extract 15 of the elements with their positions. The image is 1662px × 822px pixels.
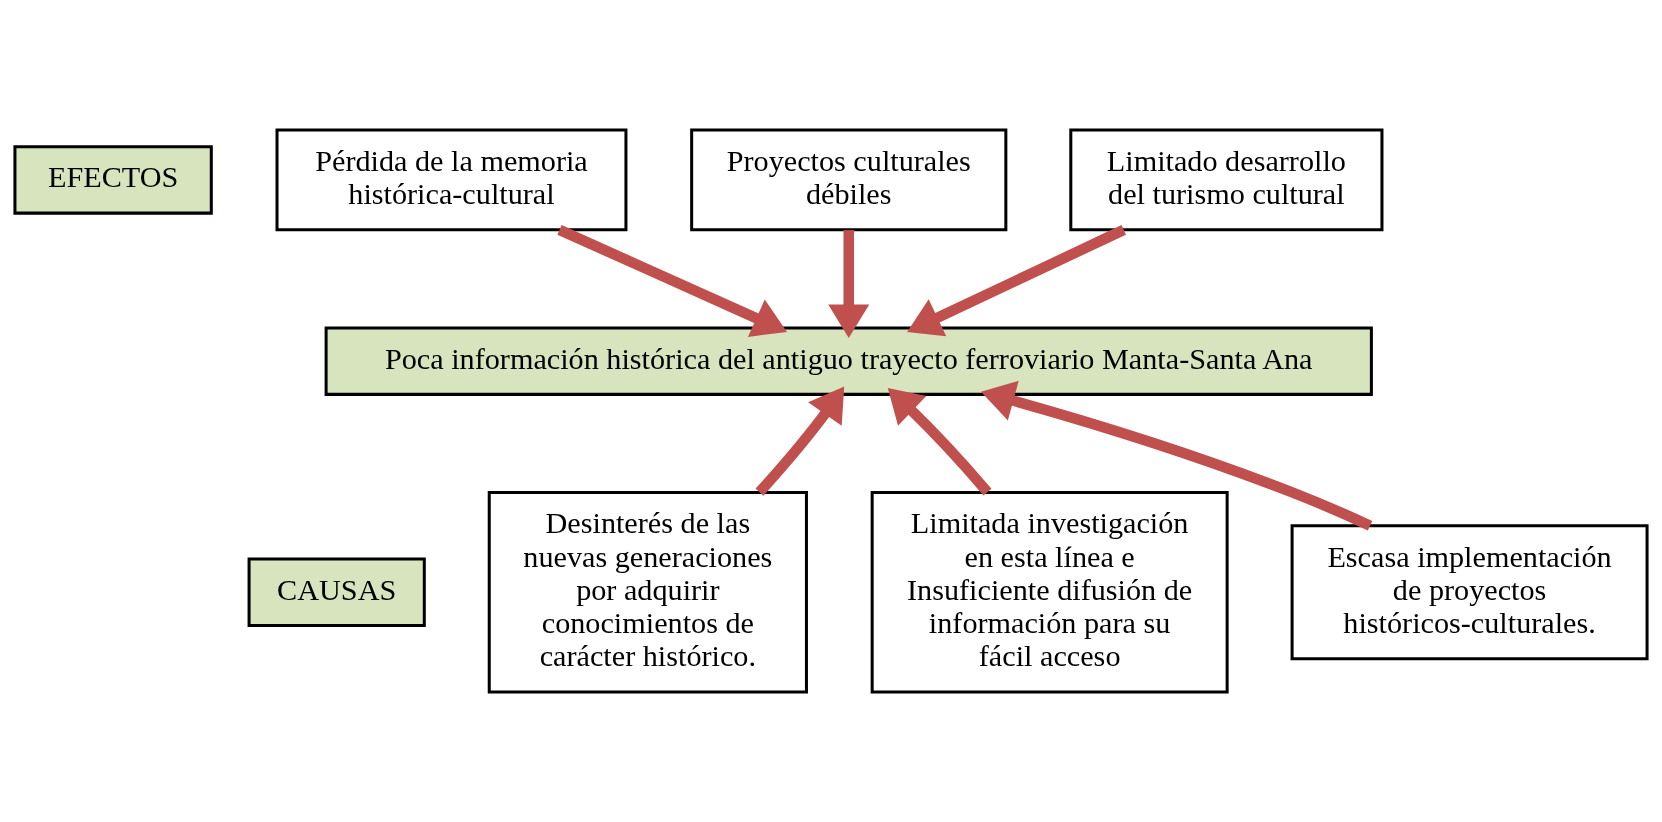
arrow	[907, 225, 1126, 337]
arrow	[755, 386, 845, 496]
node-box: EFECTOS	[13, 145, 213, 215]
node-box: Escasa implementación de proyectos históricos-culturales.	[1290, 524, 1649, 661]
arrow	[980, 380, 1373, 531]
node-box: Proyectos culturales débiles	[690, 128, 1008, 232]
arrow	[557, 225, 787, 337]
node-box: Desinterés de las nuevas generaciones por adquirir conocimientos de carácter histórico.	[487, 491, 808, 694]
node-box: Limitado desarrollo del turismo cultural	[1069, 128, 1384, 232]
arrow	[828, 230, 870, 338]
node-box: Poca información histórica del antiguo trayecto ferroviario Manta-Santa Ana	[324, 326, 1373, 396]
node-box: CAUSAS	[247, 557, 426, 627]
node-box: Pérdida de la memoria histórica-cultural	[275, 128, 628, 232]
arrow	[887, 387, 992, 496]
node-box: Limitada investigación en esta línea e Insuficiente difusión de información para su fácil acceso	[870, 491, 1229, 694]
